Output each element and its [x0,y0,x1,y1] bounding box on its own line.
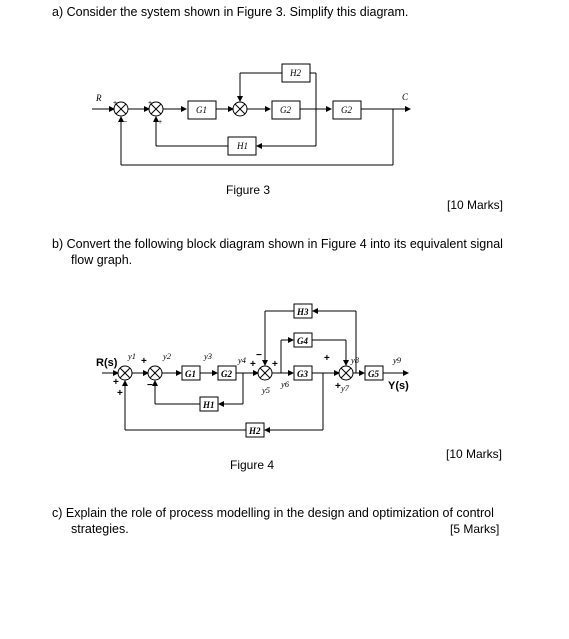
fig4-sign-minus-1: − [147,380,153,391]
part-c-marks: [5 Marks] [450,522,500,536]
fig4-sign-plus-1: + [141,356,147,367]
figure-3-caption: Figure 3 [226,183,271,197]
fig4-signal-y4: y4 [237,355,247,365]
fig4-signal-y5: y5 [261,385,270,395]
fig3-sign-s1-fb: − [123,119,127,126]
fig3-g2a-label: G2 [280,105,291,115]
fig3-block-g2-second [332,100,362,120]
fig3-h2-label: H2 [289,68,301,78]
part-b-question-line1: b) Convert the following block diagram s… [52,237,503,251]
fig4-g3-label: G3 [297,369,308,379]
part-b-marks: [10 Marks] [446,447,503,461]
fig4-sign-plus-7: + [272,359,278,370]
fig4-input-label: R(s) [96,357,118,369]
fig4-g5-label: G5 [368,369,379,379]
part-a-question: a) Consider the system shown in Figure 3… [52,5,409,19]
fig4-h3-label: H3 [296,307,309,317]
fig4-signal-y9: y9 [392,355,402,365]
fig4-signal-y1: y1 [127,351,136,361]
fig4-sum-junction-c [257,365,273,381]
part-a-marks: [10 Marks] [447,198,504,212]
fig3-sign-s1-in: + [113,100,117,107]
fig3-input-label: R [95,93,102,103]
fig3-block-g1 [187,100,217,120]
fig3-h1-label: H1 [236,141,248,151]
fig4-sum-junction-d [338,365,354,381]
figure-4-caption: Figure 4 [230,458,275,472]
fig4-sum-junction-b [147,365,163,381]
fig4-output-label: Y(s) [388,380,409,392]
fig4-signal-y8: y8 [350,355,360,365]
part-c-question-line2: strategies. [71,522,129,536]
fig4-sign-plus-2: + [113,377,119,388]
fig4-signal-y6: y6 [280,379,290,389]
fig4-sum-junction-a [117,365,133,381]
fig3-sign-s2-fb: + [158,119,162,126]
fig4-sign-plus-5: + [324,353,330,364]
fig3-output-label: C [402,92,409,102]
fig4-g2-label: G2 [221,369,232,379]
fig4-sign-plus-6: + [335,381,341,392]
fig4-g4-label: G4 [297,336,308,346]
fig4-signal-y2: y2 [162,351,172,361]
fig3-g2b-label: G2 [341,105,352,115]
fig3-g1-label: G1 [196,105,207,115]
part-c-question-line1: c) Explain the role of process modelling… [52,506,494,520]
fig4-signal-y7: y7 [340,383,350,393]
fig4-signal-y3: y3 [203,351,212,361]
fig4-h2-label: H2 [248,426,261,436]
part-b-question-line2: flow graph. [71,253,133,267]
fig3-block-g2-first [271,100,301,120]
fig4-sign-plus-4: + [250,359,256,370]
fig3-sign-s2-in: + [148,100,152,107]
fig4-sign-minus-2: − [256,350,262,361]
fig4-sign-plus-3: + [117,388,123,399]
fig4-h1-label: H1 [202,400,215,410]
fig4-g1-label: G1 [185,369,196,379]
